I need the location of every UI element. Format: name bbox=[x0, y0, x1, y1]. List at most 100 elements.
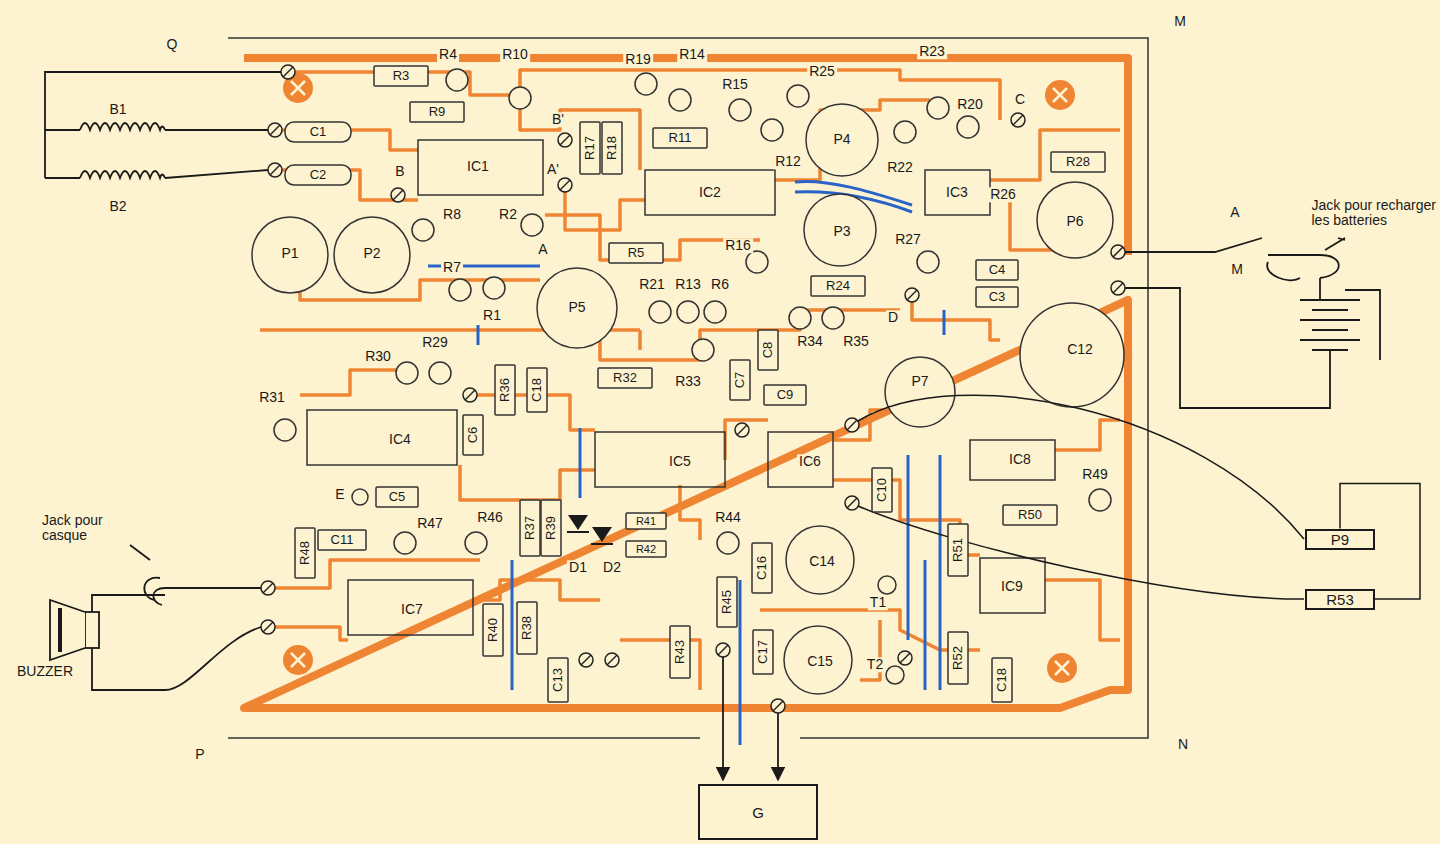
part-label: R32 bbox=[611, 371, 639, 385]
component-outline bbox=[374, 66, 428, 86]
part-label: P6 bbox=[1064, 214, 1085, 229]
part-label: R46 bbox=[475, 510, 505, 525]
component-outline bbox=[626, 541, 666, 557]
note-label: Jack pour casque bbox=[40, 513, 144, 544]
part-label: A bbox=[1228, 205, 1241, 220]
part-label: R26 bbox=[988, 187, 1018, 202]
part-label: R15 bbox=[720, 77, 750, 92]
wire-to-external bbox=[858, 395, 1304, 599]
node-text: P9 bbox=[1331, 531, 1349, 548]
part-label: D1 bbox=[567, 560, 589, 575]
component-box: P9 bbox=[1305, 529, 1375, 550]
part-label: C4 bbox=[987, 263, 1008, 277]
component-outline bbox=[976, 287, 1018, 307]
part-label: R36 bbox=[498, 376, 512, 404]
part-label: IC9 bbox=[999, 579, 1025, 594]
component-outline bbox=[1051, 152, 1105, 172]
component-outline bbox=[948, 524, 968, 576]
component-outline bbox=[495, 365, 515, 415]
part-label: R10 bbox=[500, 47, 530, 62]
component-outline bbox=[976, 260, 1018, 280]
part-label: R38 bbox=[520, 614, 534, 642]
component-outline bbox=[295, 528, 315, 578]
part-label: P1 bbox=[279, 246, 300, 261]
jumper-wires bbox=[428, 181, 944, 745]
part-label: B1 bbox=[107, 102, 128, 117]
part-label: R3 bbox=[391, 69, 412, 83]
part-label: C9 bbox=[775, 388, 796, 402]
part-label: R27 bbox=[893, 232, 923, 247]
part-label: BUZZER bbox=[15, 664, 75, 679]
component-outline bbox=[1003, 505, 1057, 525]
part-label: R44 bbox=[713, 510, 743, 525]
coil-wiring bbox=[45, 72, 281, 178]
part-label: C14 bbox=[807, 554, 837, 569]
part-label: C16 bbox=[755, 554, 769, 582]
part-label: M bbox=[1229, 262, 1245, 277]
component-outline bbox=[626, 513, 666, 529]
part-label: R35 bbox=[841, 334, 871, 349]
part-label: R2 bbox=[497, 207, 519, 222]
component-outline bbox=[527, 368, 547, 412]
component-outline bbox=[670, 626, 690, 678]
battery-circuit bbox=[1125, 238, 1380, 408]
part-label: IC2 bbox=[697, 185, 723, 200]
part-label: C12 bbox=[1065, 342, 1095, 357]
component-outline bbox=[598, 368, 652, 388]
resistor-circle bbox=[274, 69, 1111, 684]
part-label: R40 bbox=[486, 616, 500, 644]
part-label: B' bbox=[550, 112, 566, 127]
part-label: C15 bbox=[805, 654, 835, 669]
part-label: R25 bbox=[807, 64, 837, 79]
part-label: R17 bbox=[583, 134, 597, 162]
part-label: R37 bbox=[523, 514, 537, 542]
part-label: R47 bbox=[415, 516, 445, 531]
part-label: C7 bbox=[733, 370, 747, 391]
part-label: R23 bbox=[917, 44, 947, 59]
part-label: R43 bbox=[673, 638, 687, 666]
part-label: R33 bbox=[673, 374, 703, 389]
part-label: C17 bbox=[756, 638, 770, 666]
part-label: P2 bbox=[361, 246, 382, 261]
component-outline bbox=[602, 122, 622, 174]
part-label: B bbox=[393, 164, 406, 179]
part-label: R19 bbox=[623, 52, 653, 67]
part-label: A bbox=[536, 242, 549, 257]
component-outline bbox=[483, 604, 503, 656]
component-outline bbox=[548, 658, 568, 702]
component-outline bbox=[463, 415, 483, 455]
component-outline bbox=[517, 602, 537, 654]
part-label: R14 bbox=[677, 47, 707, 62]
part-label: R42 bbox=[634, 543, 658, 555]
potentiometer-outline bbox=[252, 104, 1124, 694]
part-label: C bbox=[1013, 92, 1027, 107]
part-label: IC7 bbox=[399, 602, 425, 617]
component-outline bbox=[753, 630, 773, 674]
part-label: P5 bbox=[566, 300, 587, 315]
part-label: P3 bbox=[831, 224, 852, 239]
part-label: R21 bbox=[637, 277, 667, 292]
part-label: C1 bbox=[308, 125, 329, 139]
part-label: P7 bbox=[909, 374, 930, 389]
copper-traces bbox=[260, 70, 1120, 690]
node-text: G bbox=[752, 804, 764, 821]
part-label: M bbox=[1172, 14, 1188, 29]
part-label: R24 bbox=[824, 279, 852, 293]
component-outline bbox=[764, 385, 806, 405]
mounting-hole bbox=[283, 73, 1077, 683]
part-label: R4 bbox=[437, 47, 459, 62]
part-label: R16 bbox=[723, 238, 753, 253]
part-label: R45 bbox=[720, 588, 734, 616]
part-label: R18 bbox=[605, 134, 619, 162]
part-label: R30 bbox=[363, 349, 393, 364]
part-label: R34 bbox=[795, 334, 825, 349]
part-label: C3 bbox=[987, 290, 1008, 304]
part-label: C18 bbox=[995, 666, 1009, 694]
part-label: C10 bbox=[875, 476, 889, 504]
part-label: R1 bbox=[481, 308, 503, 323]
part-label: IC5 bbox=[667, 454, 693, 469]
part-label: R7 bbox=[441, 260, 463, 275]
